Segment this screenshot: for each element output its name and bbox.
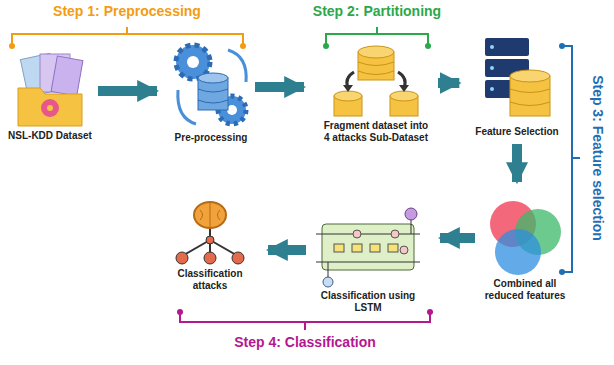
- process-node: Feature Selection: [475, 36, 558, 138]
- node-caption: Classification using LSTM: [312, 290, 424, 314]
- process-node: Fragment dataset into 4 attacks Sub-Data…: [320, 46, 432, 144]
- node-caption: NSL-KDD Dataset: [8, 130, 92, 142]
- process-node: NSL-KDD Dataset: [8, 52, 92, 142]
- flow-arrow: [98, 86, 157, 96]
- step-bracket: [562, 46, 580, 272]
- node-caption: Fragment dataset into 4 attacks Sub-Data…: [320, 120, 432, 144]
- venn-icon: [490, 201, 561, 275]
- partition-icon: [334, 46, 418, 116]
- dataset-icon: [18, 53, 83, 126]
- node-caption: Feature Selection: [475, 126, 558, 138]
- process-node: Classification attacks: [168, 198, 252, 292]
- flow-arrow: [255, 82, 304, 92]
- flow-arrow: [438, 78, 459, 88]
- lstm-cell-icon: [316, 208, 420, 287]
- step-bracket: [180, 312, 430, 330]
- step-label: Step 3: Feature selection: [590, 75, 606, 241]
- step-label: Step 2: Partitioning: [313, 3, 441, 19]
- process-node: Pre-processing: [173, 42, 249, 144]
- process-node: Classification using LSTM: [312, 210, 424, 314]
- step-bracket: [326, 27, 428, 46]
- step-label: Step 4: Classification: [234, 334, 376, 350]
- flow-arrow: [512, 144, 522, 182]
- node-caption: Combined all reduced features: [481, 278, 569, 302]
- preprocessing-icon: [176, 45, 246, 124]
- node-caption: Classification attacks: [168, 268, 252, 292]
- node-caption: Pre-processing: [173, 132, 249, 144]
- classification-tree-icon: [176, 202, 244, 264]
- step-label: Step 1: Preprocessing: [53, 3, 201, 19]
- step-bracket: [12, 27, 243, 46]
- flow-arrow: [268, 245, 306, 255]
- server-database-icon: [485, 38, 550, 116]
- flow-arrow: [440, 233, 475, 243]
- process-node: Combined all reduced features: [481, 198, 569, 302]
